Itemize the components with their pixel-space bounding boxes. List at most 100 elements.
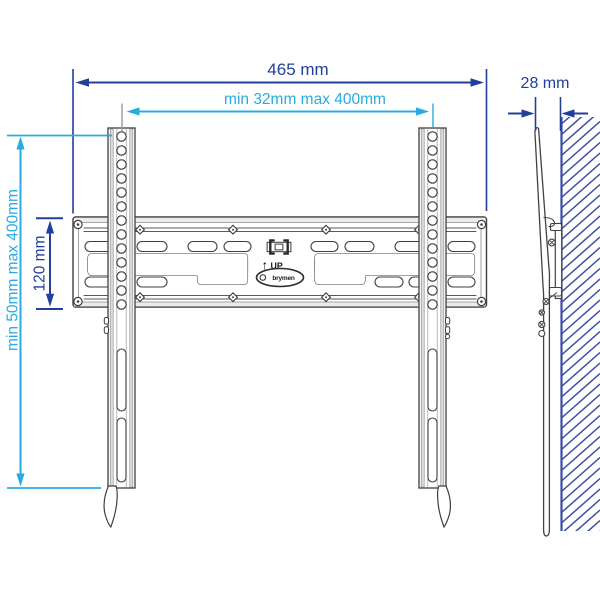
hatch-line: [561, 267, 600, 304]
mounting-slot: [136, 240, 168, 253]
rail-hole: [116, 215, 127, 226]
rail-hole: [116, 285, 127, 296]
flange-screws: [134, 224, 425, 303]
hatch-line: [561, 117, 571, 125]
dimensions: 465 mm min 32mm max 400mm min 50mm max 4…: [5, 60, 588, 489]
dim-horizontal-pattern: [121, 103, 434, 131]
front-view: ↑ UP brymen: [72, 127, 488, 529]
hatch-line: [563, 498, 600, 531]
hatch-line: [561, 215, 600, 251]
vertical-rails: [107, 127, 447, 489]
rail-hole: [116, 201, 127, 212]
mounting-slot: [187, 240, 218, 253]
hatch-line: [561, 225, 600, 262]
mounting-slot: [344, 240, 375, 253]
wall-plate: ↑ UP brymen: [72, 216, 488, 308]
rail-hole: [116, 257, 127, 268]
hatch-line: [561, 383, 600, 419]
hatch-line: [561, 183, 600, 220]
level-icon: [266, 239, 292, 255]
up-label: UP: [271, 261, 283, 271]
rail-slot: [427, 348, 438, 412]
rail-hole: [427, 131, 438, 142]
hatch-line: [561, 288, 600, 325]
hatch-line: [561, 425, 600, 461]
hatch-line: [561, 152, 600, 188]
left-rail: [107, 127, 136, 489]
hatch-line: [561, 456, 600, 493]
rail-hole: [427, 187, 438, 198]
rail-hole: [116, 271, 127, 282]
hatch-line: [561, 446, 600, 482]
hatch-line: [561, 117, 583, 136]
rail-hole: [427, 201, 438, 212]
rail-slot: [116, 417, 127, 483]
hatch-line: [561, 309, 600, 346]
hatch-line: [561, 477, 600, 514]
mounting-slot: [374, 276, 404, 288]
right-rail-clips: [445, 317, 451, 340]
dim-plate-height-label: 120 mm: [32, 236, 49, 292]
hatch-line: [562, 542, 600, 576]
hatch-line: [561, 404, 600, 440]
hatch-line: [561, 414, 600, 451]
hatch-line: [561, 299, 600, 335]
rail-hole: [116, 131, 127, 142]
brand-logo-text: brymen: [272, 275, 295, 282]
hatch-line: [561, 194, 600, 230]
hatch-line: [561, 173, 600, 209]
dim-horizontal-pattern-label: min 32mm max 400mm: [224, 91, 386, 108]
rail-hole: [116, 229, 127, 240]
rail-hole: [116, 243, 127, 254]
screw-hole-icon: [538, 329, 546, 338]
dim-vertical-pattern-label: min 50mm max 400mm: [5, 189, 22, 351]
hatch-line: [561, 320, 600, 356]
left-rail-spike: [103, 485, 118, 529]
dim-wall-distance-label: 28 mm: [521, 75, 570, 92]
hatch-line: [598, 530, 600, 531]
rail-hole: [427, 229, 438, 240]
hatch-line: [561, 246, 600, 283]
brand-logo: brymen: [255, 267, 305, 288]
dim-wall-distance: [508, 97, 588, 131]
mounting-slot: [447, 240, 476, 253]
hatch-line: [561, 372, 600, 409]
rail-slot: [116, 348, 127, 412]
hatch-line: [561, 117, 595, 146]
rail-hole: [116, 159, 127, 170]
rail-hole: [427, 271, 438, 282]
hatch-line: [561, 278, 600, 314]
rail-slot: [427, 417, 438, 483]
side-plate-section: [543, 216, 563, 300]
rail-hole: [427, 145, 438, 156]
hatch-line: [561, 341, 600, 377]
hatch-line: [561, 131, 600, 167]
wall-hatching: [561, 117, 600, 576]
dim-overall-width: [72, 69, 488, 214]
rail-hole: [427, 257, 438, 268]
mounting-slot: [136, 276, 168, 288]
hatch-line: [586, 519, 600, 531]
hatch-line: [561, 236, 600, 272]
mounting-slot: [223, 240, 252, 253]
side-screws: [538, 238, 556, 338]
hatch-line: [561, 435, 600, 472]
hatch-line: [561, 257, 600, 293]
mounting-slot: [447, 276, 476, 288]
hatch-line: [575, 509, 600, 531]
dim-overall-width-label: 465 mm: [267, 60, 328, 79]
hatch-line: [561, 330, 600, 367]
side-view: [534, 117, 600, 576]
rail-hole: [427, 215, 438, 226]
mounting-slot: [310, 240, 339, 253]
rail-hole: [427, 173, 438, 184]
left-rail-clips: [103, 317, 110, 334]
rail-hole: [427, 159, 438, 170]
rail-hole: [116, 173, 127, 184]
rail-hole: [116, 187, 127, 198]
rail-hole: [427, 285, 438, 296]
right-rail-spike: [437, 485, 451, 529]
rail-hole: [427, 299, 438, 310]
up-arrow-icon: ↑: [262, 258, 269, 273]
